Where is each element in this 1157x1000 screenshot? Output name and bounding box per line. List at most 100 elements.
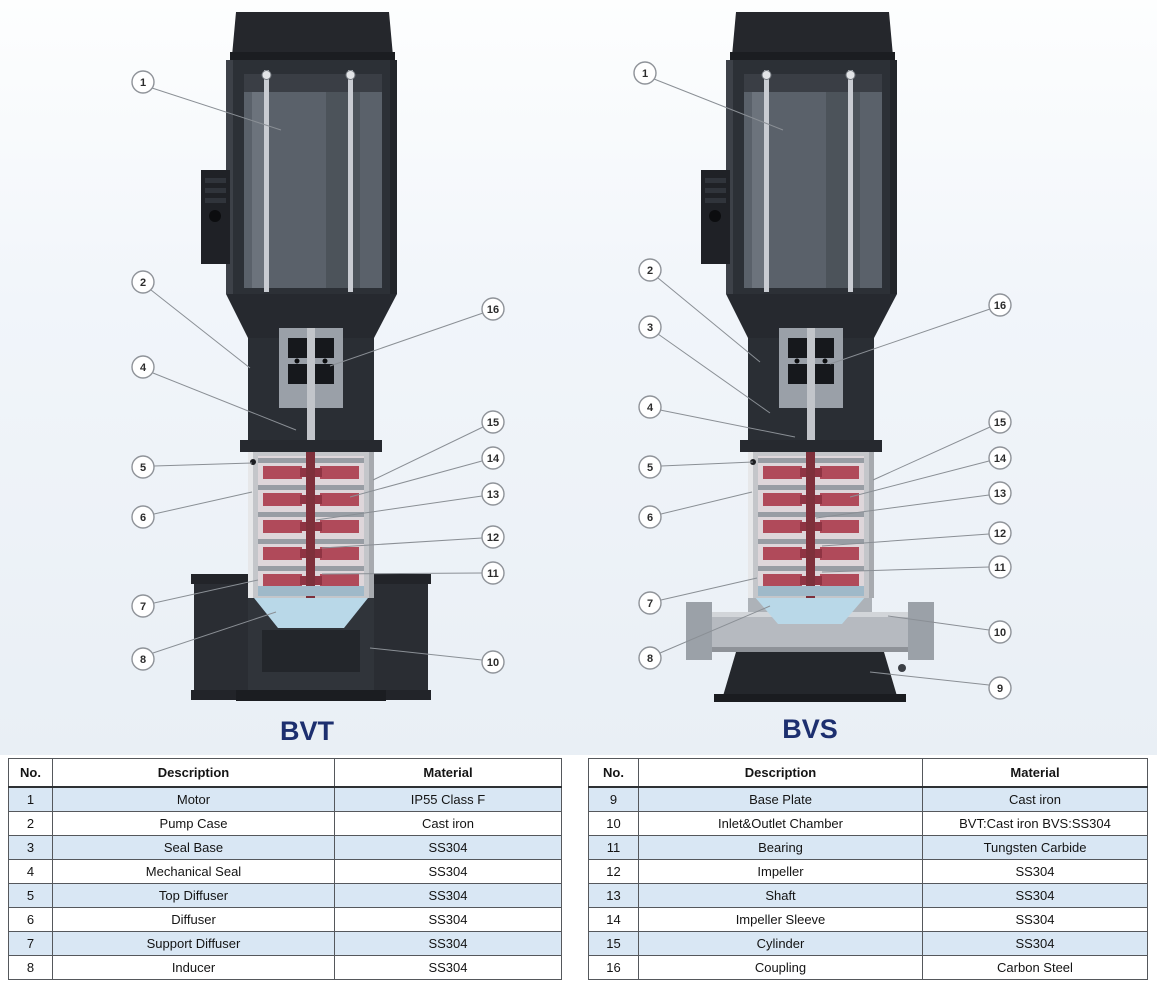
table-row: 8 Inducer SS304 [8,955,562,980]
callout-15: 15 [872,410,1012,481]
bvt-pump-illustration [191,11,431,701]
svg-text:6: 6 [647,512,653,524]
svg-text:11: 11 [994,562,1006,574]
callout-10: 10 [887,615,1012,644]
svg-text:7: 7 [647,598,653,610]
cell-description: Support Diffuser [52,931,335,956]
diagram-svg: 1 2 4 5 [131,11,1012,746]
col-header-description: Description [638,758,923,788]
cell-material: SS304 [334,859,562,884]
cell-description: Diffuser [52,907,335,932]
cell-material: BVT:Cast iron BVS:SS304 [922,811,1148,836]
cell-description: Base Plate [638,786,923,812]
svg-text:4: 4 [647,402,654,414]
cell-description: Impeller Sleeve [638,907,923,932]
callout-11: 11 [321,561,505,585]
bvs-pump-illustration [686,11,934,702]
callout-4: 4 [638,395,796,438]
col-header-material: Material [922,758,1148,788]
cell-no: 9 [588,786,639,812]
svg-text:10: 10 [487,657,499,669]
svg-text:13: 13 [994,488,1006,500]
callout-4: 4 [131,355,297,431]
svg-text:16: 16 [487,304,499,316]
cell-description: Seal Base [52,835,335,860]
svg-text:10: 10 [994,627,1006,639]
cell-no: 3 [8,835,53,860]
table-row: 2 Pump Case Cast iron [8,811,562,836]
svg-text:2: 2 [140,277,146,289]
callout-16: 16 [329,297,505,367]
table-row: 1 Motor IP55 Class F [8,786,562,812]
svg-text:7: 7 [140,601,146,613]
cell-description: Shaft [638,883,923,908]
cell-no: 4 [8,859,53,884]
table-row: 5 Top Diffuser SS304 [8,883,562,908]
callout-1: 1 [131,70,282,131]
cell-description: Pump Case [52,811,335,836]
cell-material: SS304 [334,907,562,932]
callout-7: 7 [638,577,758,615]
cell-description: Coupling [638,955,923,980]
table-header-row: No. Description Material [8,758,562,788]
callout-9: 9 [869,671,1012,700]
cell-no: 15 [588,931,639,956]
callout-2: 2 [131,270,251,369]
callout-13: 13 [815,481,1012,519]
bvt-base [191,574,431,701]
callout-10: 10 [369,647,505,674]
cell-no: 16 [588,955,639,980]
cell-material: SS304 [334,835,562,860]
cell-no: 12 [588,859,639,884]
svg-text:12: 12 [487,532,499,544]
svg-text:15: 15 [487,417,499,429]
parts-table-left: No. Description Material 1 Motor IP55 Cl… [8,758,562,980]
cell-description: Top Diffuser [52,883,335,908]
cell-material: Carbon Steel [922,955,1148,980]
cell-material: Tungsten Carbide [922,835,1148,860]
svg-text:13: 13 [487,489,499,501]
parts-table-right: No. Description Material 9 Base Plate Ca… [588,758,1148,980]
cell-description: Inducer [52,955,335,980]
cell-material: SS304 [922,859,1148,884]
cell-no: 2 [8,811,53,836]
callout-16: 16 [829,293,1012,365]
callout-13: 13 [315,482,505,521]
bvt-callouts: 1 2 4 5 [131,70,505,674]
table-row: 12 Impeller SS304 [588,859,1148,884]
svg-text:14: 14 [487,453,500,465]
svg-text:11: 11 [487,568,499,580]
cell-no: 11 [588,835,639,860]
svg-text:16: 16 [994,300,1006,312]
bvt-label: BVT [280,716,335,746]
svg-text:2: 2 [647,265,653,277]
callout-7: 7 [131,579,259,618]
table-row: 11 Bearing Tungsten Carbide [588,835,1148,860]
callout-11: 11 [821,555,1012,579]
svg-text:12: 12 [994,528,1006,540]
svg-text:14: 14 [994,453,1007,465]
cell-no: 8 [8,955,53,980]
table-row: 13 Shaft SS304 [588,883,1148,908]
cell-material: Cast iron [334,811,562,836]
table-row: 14 Impeller Sleeve SS304 [588,907,1148,932]
col-header-no: No. [8,758,53,788]
cell-material: IP55 Class F [334,786,562,812]
svg-text:5: 5 [140,462,146,474]
callout-2: 2 [638,258,761,363]
table-row: 4 Mechanical Seal SS304 [8,859,562,884]
svg-text:15: 15 [994,417,1006,429]
svg-text:3: 3 [647,322,653,334]
callout-5: 5 [638,455,754,479]
table-row: 6 Diffuser SS304 [8,907,562,932]
table-row: 9 Base Plate Cast iron [588,786,1148,812]
cell-description: Motor [52,786,335,812]
svg-text:1: 1 [642,68,648,80]
col-header-description: Description [52,758,335,788]
cell-no: 6 [8,907,53,932]
cell-material: SS304 [334,931,562,956]
col-header-no: No. [588,758,639,788]
svg-text:9: 9 [997,683,1003,695]
cell-description: Cylinder [638,931,923,956]
